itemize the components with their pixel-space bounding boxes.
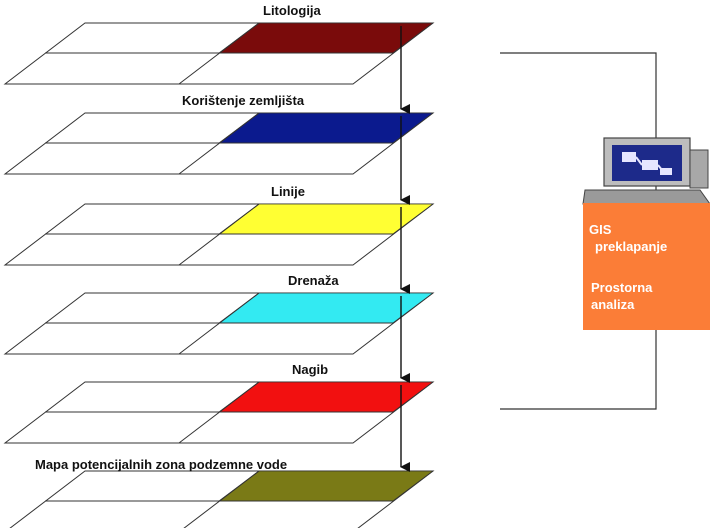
layer-2 xyxy=(3,112,435,175)
layer-label: Drenaža xyxy=(288,273,339,288)
layer-label: Mapa potencijalnih zona podzemne vode xyxy=(35,457,288,472)
layer-grid-line xyxy=(183,470,260,528)
layer-3 xyxy=(3,203,435,266)
layer-grid-line xyxy=(178,22,260,85)
analysis-label: analiza xyxy=(591,297,635,312)
layer-label: Litologija xyxy=(263,3,321,18)
layer-label: Korištenje zemljišta xyxy=(182,93,305,108)
connector-line-bottom xyxy=(500,330,657,410)
layer-label: Linije xyxy=(271,184,305,199)
spatial-label: Prostorna xyxy=(591,280,653,295)
layer-4 xyxy=(3,292,435,355)
layer-grid-line xyxy=(178,112,260,175)
computer-icon xyxy=(582,137,710,205)
layer-5 xyxy=(3,381,435,444)
layer-grid-line xyxy=(178,292,260,355)
layers-group xyxy=(3,22,435,528)
layer-6 xyxy=(9,470,435,528)
overlay-label: preklapanje xyxy=(595,239,668,254)
layer-1 xyxy=(3,22,435,85)
layer-grid-line xyxy=(178,381,260,444)
gis-analysis-box: GIS preklapanje Prostorna analiza xyxy=(583,203,710,330)
gis-label: GIS xyxy=(589,222,612,237)
layer-grid-line xyxy=(178,203,260,266)
layer-label: Nagib xyxy=(292,362,329,377)
